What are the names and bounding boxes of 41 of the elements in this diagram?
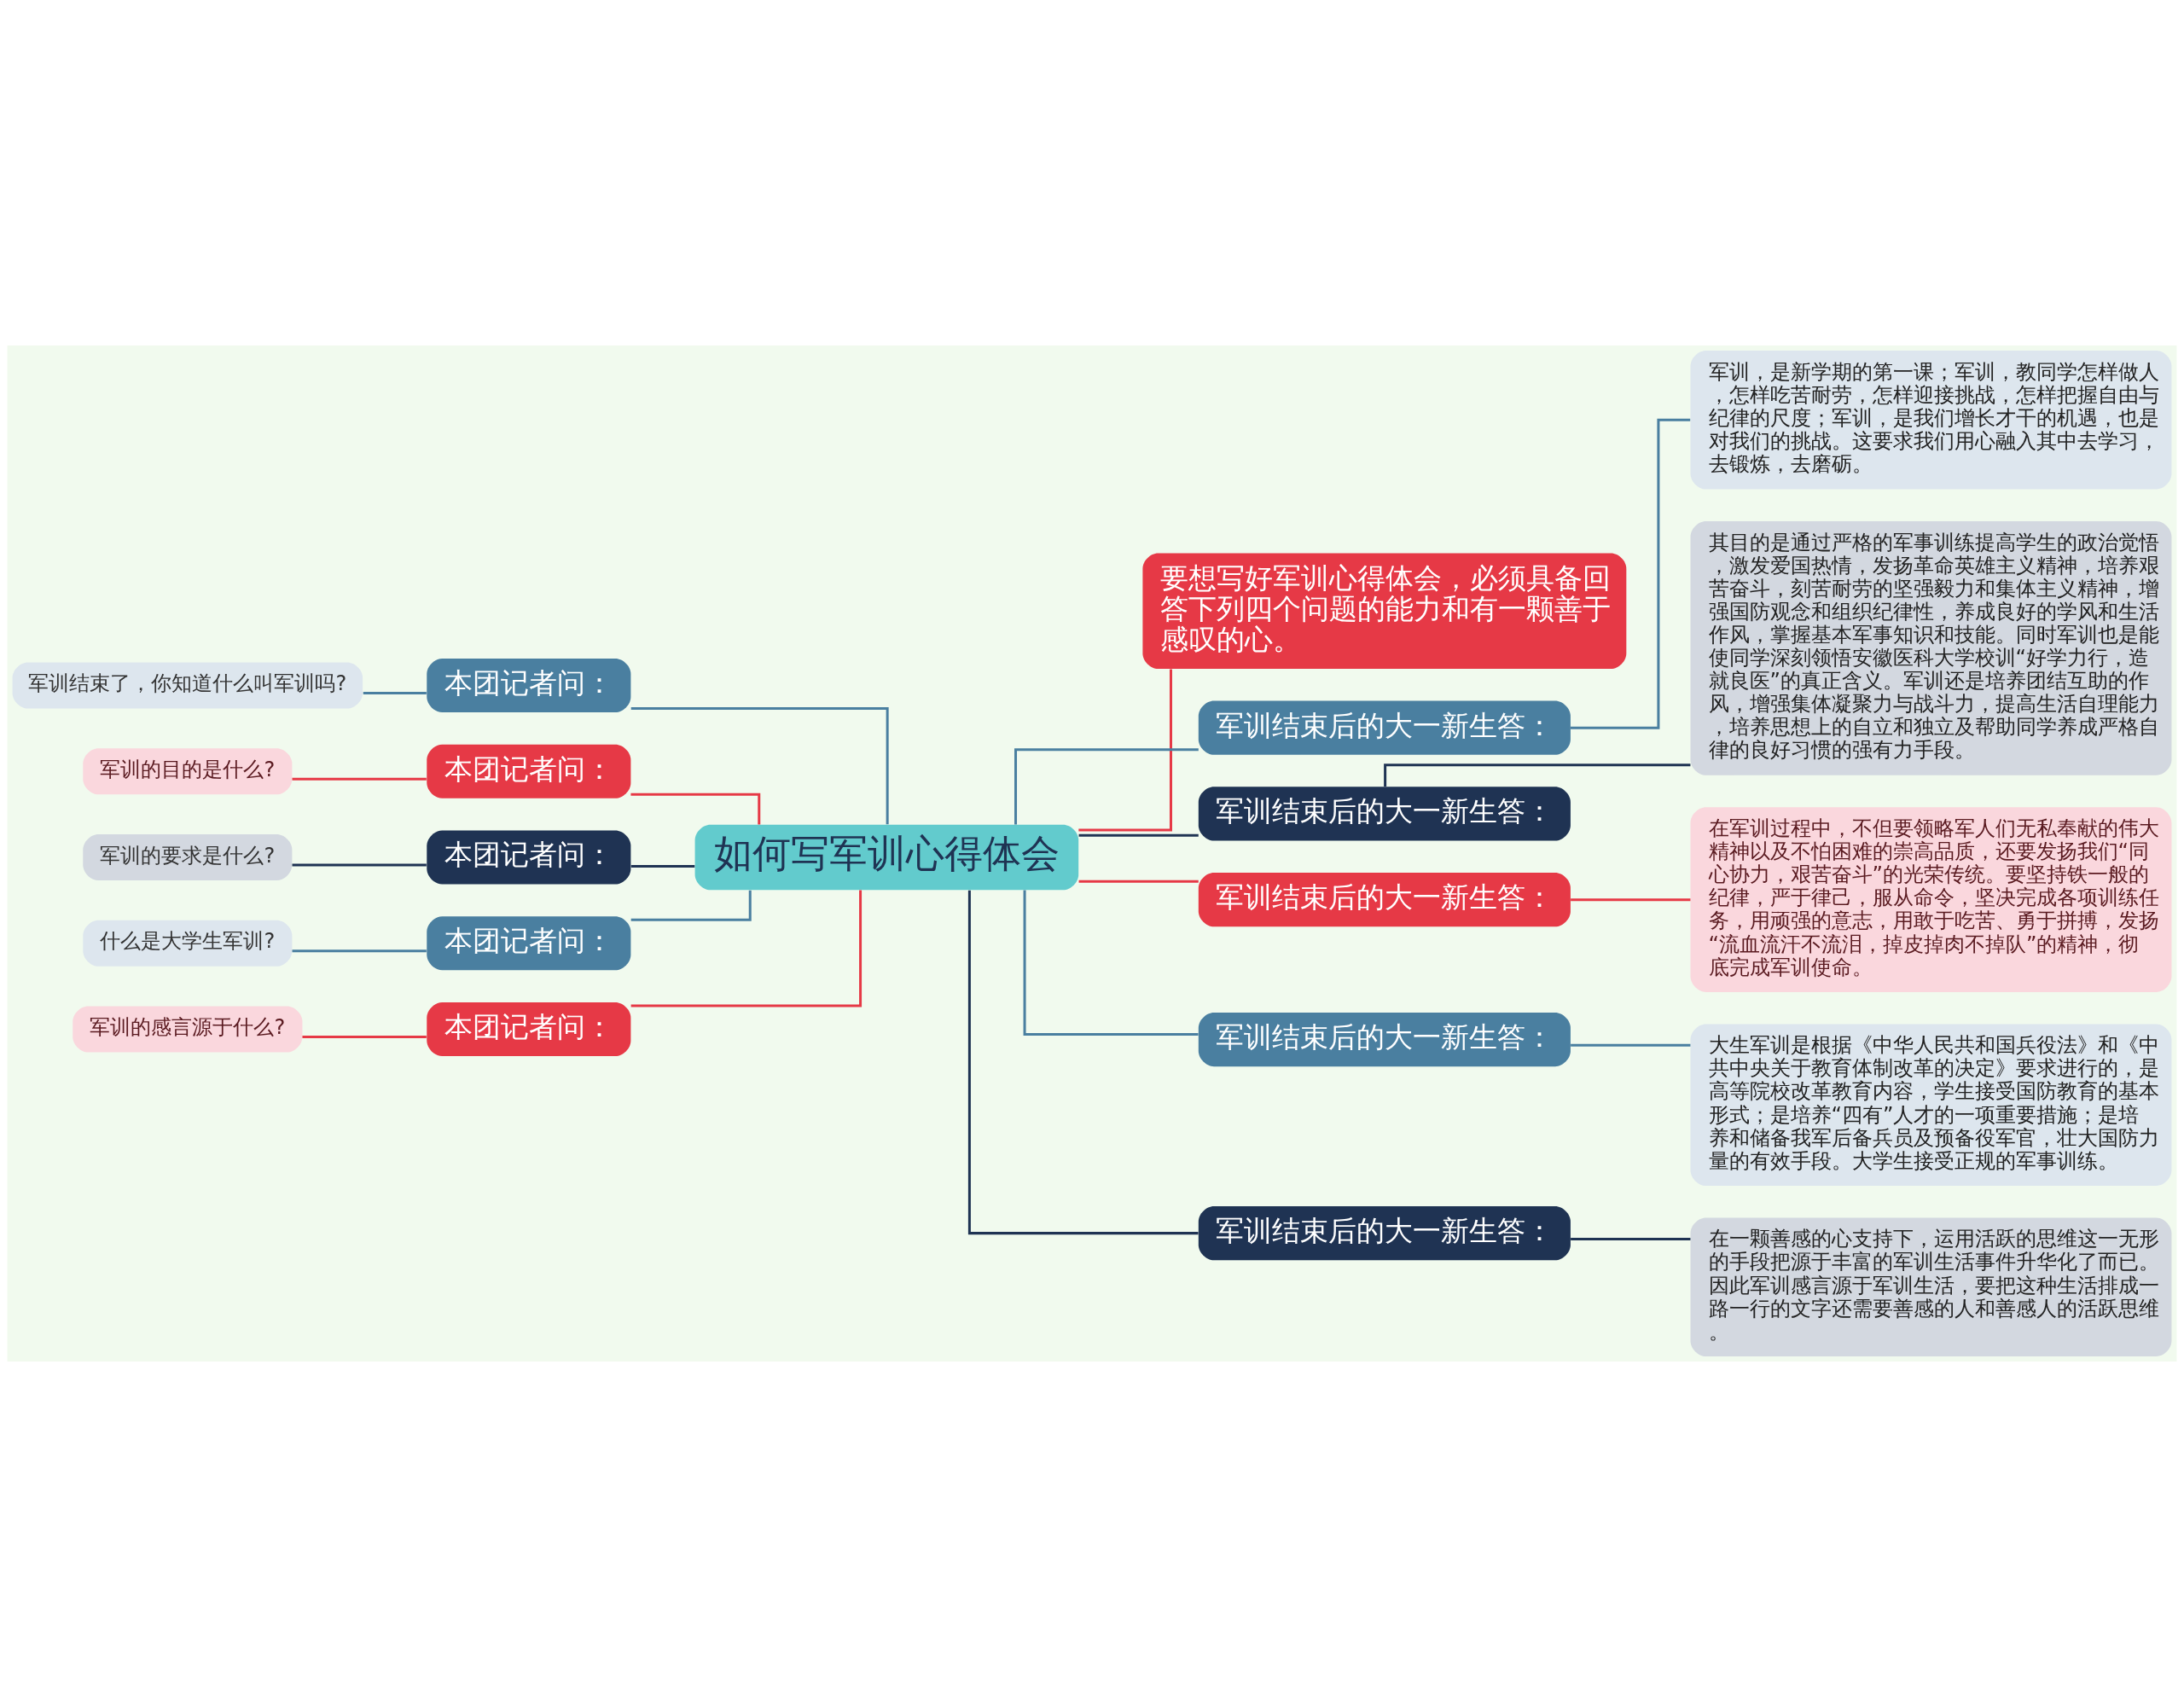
- node-box: 其目的是通过严格的军事训练提高学生的政治觉悟，激发爱国热情，发扬革命英雄主义精神，培养艰苦奋斗，刻苦耐劳的坚强毅力和集体主义精神，增强国防观念和组织纪律性，养成良好的学风和生活作风，掌握基本军事知识和技能。同时军训也是能使同学深刻领悟安徽医科大学校训“好学力行，造就良医”的真正含义。军训还是培养团结互助的作风，增强集体凝聚力与战斗力，提高生活自理能力，培养思想上的自立和独立及帮助同学养成严格自律的良好习惯的强有力手段。: [1690, 521, 2172, 775]
- node-box: 什么是大学生军训?: [83, 920, 293, 967]
- connector: [1571, 898, 1691, 902]
- node-box: 如何写军训心得体会: [694, 824, 1079, 891]
- node-box: 在军训过程中，不但要领略军人们无私奉献的伟大精神以及不怕困难的崇高品质，还要发扬我们“同心协力，艰苦奋斗”的光荣传统。要坚持铁一般的纪律，严于律己，服从命令，坚决完成各项训练任务，用顽强的意志，用敢于吃苦、勇于拼搏，发扬“流血流汗不流泪，掉皮掉肉不掉队”的精神，彻底完成军训使命。: [1690, 807, 2172, 992]
- node-box: 军训的目的是什么?: [83, 748, 293, 795]
- node-box: 军训结束后的大一新生答：: [1198, 1012, 1571, 1067]
- connector: [1571, 1043, 1691, 1047]
- connector: [292, 777, 427, 781]
- connector: [363, 692, 427, 695]
- node-box: 军训结束后的大一新生答：: [1198, 700, 1571, 755]
- node-box: 本团记者问：: [427, 830, 631, 885]
- node-box: 军训的要求是什么?: [83, 833, 293, 881]
- node-box: 本团记者问：: [427, 916, 631, 971]
- node-box: 军训，是新学期的第一课；军训，教同学怎样做人，怎样吃苦耐劳，怎样迎接挑战，怎样把握自由与纪律的尺度；军训，是我们增长才干的机遇，也是对我们的挑战。这要求我们用心融入其中去学习，去锻炼，去磨砺。: [1690, 351, 2172, 490]
- connector: [630, 865, 695, 868]
- connector: [1384, 764, 1691, 787]
- connector: [1078, 833, 1199, 837]
- connector: [630, 890, 863, 1007]
- node-box: 在一颗善感的心支持下，运用活跃的思维这一无形的手段把源于丰富的军训生活事件升华化了而已。因此军训感言源于军训生活，要把这种生活排成一路一行的文字还需要善感的人和善感人的活跃思维。: [1690, 1217, 2172, 1356]
- node-box: 军训结束后的大一新生答：: [1198, 1206, 1571, 1261]
- connector: [302, 1036, 427, 1039]
- node-box: 军训结束后的大一新生答：: [1198, 787, 1571, 841]
- node-box: 本团记者问：: [427, 744, 631, 798]
- connector: [1014, 748, 1199, 825]
- connector: [1023, 890, 1199, 1036]
- connector: [1571, 1237, 1691, 1240]
- node-box: 要想写好军训心得体会，必须具备回答下列四个问题的能力和有一颗善于感叹的心。: [1142, 553, 1627, 669]
- node-box: 本团记者问：: [427, 658, 631, 713]
- connector: [292, 949, 427, 953]
- connector: [292, 863, 427, 867]
- node-box: 大生军训是根据《中华人民共和国兵役法》和《中共中央关于教育体制改革的决定》要求进行的，是高等院校改革教育内容，学生接受国防教育的基本形式；是培养“四有”人才的一项重要措施；是培养和储备我军后备兵员及预备役军官，壮大国防力量的有效手段。大学生接受正规的军事训练。: [1690, 1024, 2172, 1186]
- node-box: 军训的感言源于什么?: [73, 1006, 303, 1053]
- node-box: 军训结束了，你知道什么叫军训吗?: [12, 662, 363, 709]
- connector: [1078, 880, 1199, 883]
- connector: [1078, 669, 1172, 832]
- node-box: 军训结束后的大一新生答：: [1198, 873, 1571, 927]
- node-box: 本团记者问：: [427, 1002, 631, 1057]
- connector: [630, 707, 889, 825]
- connector: [967, 890, 1199, 1235]
- connector: [1571, 418, 1691, 729]
